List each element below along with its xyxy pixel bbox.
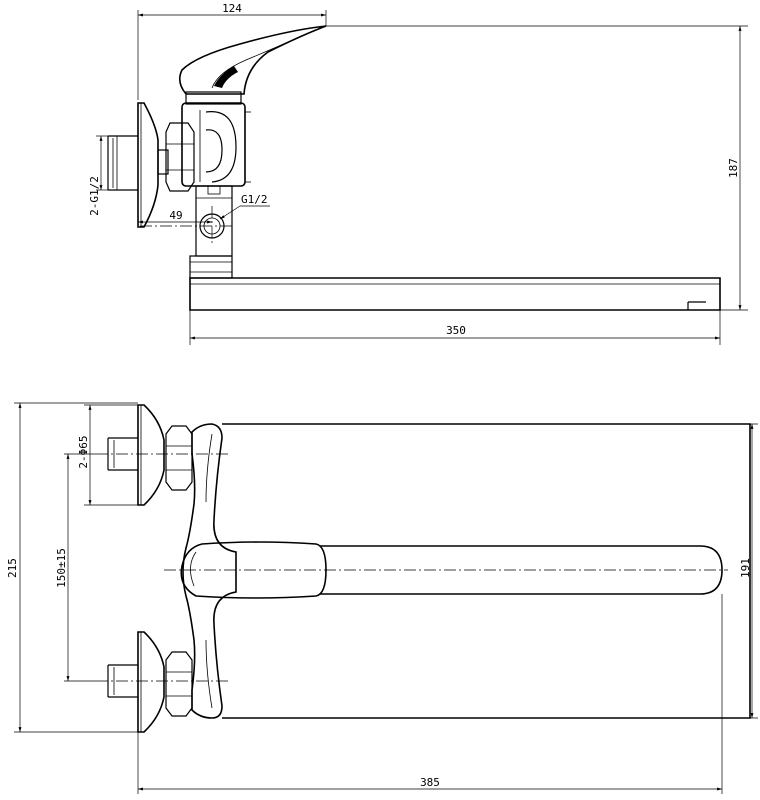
dim-215-label: 215: [6, 558, 19, 578]
thread-outlet-label: G1/2: [241, 193, 268, 206]
spout-nozzle-top: [320, 545, 723, 595]
hex-nut-side: [165, 122, 195, 192]
dimension-385: 385: [137, 594, 723, 794]
thread-outlet-label-group: G1/2: [219, 193, 270, 220]
dim-187-label: 187: [727, 158, 740, 178]
spout-side: [189, 277, 721, 311]
dimension-124: 124: [137, 2, 327, 100]
dim-385-label: 385: [420, 776, 440, 789]
dimension-150: 150±15: [55, 453, 96, 682]
dim-191-label: 191: [739, 558, 752, 578]
dim-49-label: 49: [169, 209, 182, 222]
spout-top: [222, 423, 751, 719]
top-view: 215 150±15 2-Φ65 191 385: [6, 402, 758, 794]
dimension-187: 187: [326, 25, 748, 311]
dim-124-label: 124: [222, 2, 242, 15]
thread-inlet-label-group: 2-G1/2: [88, 135, 108, 216]
wall-flange-upper: [137, 404, 165, 506]
spout-nut: [189, 255, 233, 279]
thread-inlet-label: 2-G1/2: [88, 176, 101, 216]
dimension-191: 191: [722, 423, 758, 719]
dimension-350: 350: [189, 310, 721, 345]
dim-350-label: 350: [446, 324, 466, 337]
inlet-pipe: [107, 135, 138, 191]
dimension-49: 49: [138, 209, 212, 224]
dimension-215: 215: [6, 402, 138, 733]
side-view: 124 187 350 49 2-G1/2: [88, 2, 748, 345]
hex-nut-upper: [165, 425, 193, 491]
dim-150-label: 150±15: [55, 548, 68, 588]
handle-lever-top: [180, 541, 327, 599]
hex-nut-lower: [165, 651, 193, 717]
dim-flange-label: 2-Φ65: [77, 435, 90, 468]
wall-flange-lower: [137, 631, 165, 733]
handle-lever-side: [178, 25, 327, 95]
dimension-flange: 2-Φ65: [77, 404, 138, 506]
faucet-body-top: [182, 423, 237, 719]
